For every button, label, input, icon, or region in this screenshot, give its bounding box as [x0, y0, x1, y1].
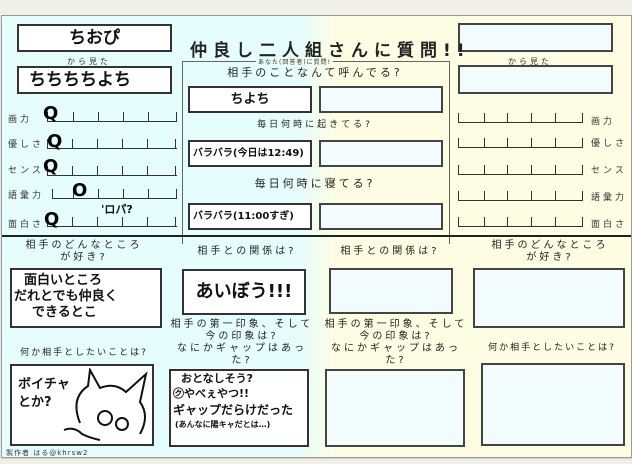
q-impression-left-line2: 今の印象は?: [205, 331, 279, 342]
a-nickname-right[interactable]: [319, 86, 443, 113]
q-impression-right: 相手の第一印象、そして 今の印象は? なにかギャップはあっ た?: [320, 319, 472, 367]
q-like-right-line2: が好き?: [526, 252, 574, 263]
rating-mark: Q: [43, 156, 59, 177]
left-rating-scale[interactable]: [52, 189, 177, 199]
a-relation-left[interactable]: あいぼう!!!: [182, 269, 306, 315]
left-rating-label: 画力: [8, 115, 33, 125]
left-rating-label: 面白さ: [8, 220, 45, 230]
rating-mark: O: [72, 180, 88, 201]
q-impression-left-line4: た?: [231, 355, 253, 366]
a-nickname-left[interactable]: ちよち: [188, 86, 312, 113]
a-impression-left-line3: ギャップだらけだった: [173, 403, 294, 417]
a-impression-left[interactable]: おとなしそう? ㋗やべぇやつ!! ギャップだらけだった (あんなに陽キャだとは……: [169, 369, 309, 447]
right-rating-scale[interactable]: [458, 138, 583, 148]
section-divider: [2, 235, 631, 237]
right-partner-box[interactable]: [458, 65, 613, 94]
left-partner-box[interactable]: ちちちちよち: [17, 66, 172, 94]
center-subtitle: あなた(回答者)に質問!: [256, 57, 334, 66]
q-impression-right-line4: た?: [385, 355, 407, 366]
a-impression-right[interactable]: [325, 369, 465, 447]
q-impression-right-line2: 今の印象は?: [359, 331, 433, 342]
pikachu-doodle-icon: [63, 368, 148, 441]
left-partner-text: ちちちちよち: [29, 70, 131, 90]
right-rating-scale[interactable]: [458, 191, 583, 201]
q-relation-right: 相手との関係は?: [340, 246, 440, 257]
a-wake-right[interactable]: [319, 140, 443, 167]
q-impression-left-line3: なにかギャップはあっ: [177, 343, 307, 354]
q-like-right-line1: 相手のどんなところ: [491, 240, 609, 251]
page-title: 仲良し二人組さんに質問!!: [190, 41, 471, 61]
left-rating-scale[interactable]: [47, 217, 177, 227]
a-sleep-right[interactable]: [319, 203, 443, 230]
q-like-left: 相手のどんなところ が好き?: [4, 240, 164, 264]
right-rating-label: 面白さ: [591, 220, 628, 230]
q-like-right: 相手のどんなところ が好き?: [470, 240, 630, 264]
a-want-left-line1: ボイチャ: [18, 377, 70, 392]
a-relation-left-text: あいぼう!!!: [195, 281, 293, 302]
a-impression-left-line1: おとなしそう?: [181, 372, 254, 385]
q-like-left-line1: 相手のどんなところ: [25, 240, 143, 251]
right-rating-label: 優しさ: [591, 139, 628, 149]
a-relation-right[interactable]: [329, 268, 453, 314]
a-want-left[interactable]: ボイチャ とか?: [10, 364, 154, 446]
a-wake-left-text: バラバラ(今日は12:49): [193, 148, 304, 159]
q-nickname: 相手のことなんて呼んでる?: [227, 66, 403, 79]
left-rating-scale[interactable]: [47, 139, 177, 149]
right-rating-label: センス: [591, 166, 627, 176]
left-rating-label: 優しさ: [8, 140, 45, 150]
a-wake-left[interactable]: バラバラ(今日は12:49): [188, 140, 312, 167]
q-like-left-line2: が好き?: [60, 252, 108, 263]
a-like-left-line1: 面白いところ: [24, 273, 103, 288]
q-impression-left: 相手の第一印象、そして 今の印象は? なにかギャップはあっ た?: [167, 319, 317, 367]
left-rating-label: 語彙力: [8, 191, 45, 201]
a-like-left[interactable]: 面白いところ だれとでも仲良く できるとこ: [10, 268, 162, 328]
a-impression-left-line4: (あんなに陽キャだとは…): [175, 420, 271, 429]
q-sleep: 毎日何時に寝てる?: [254, 177, 376, 190]
a-like-left-line2: だれとでも仲良く: [14, 289, 118, 304]
right-rating-scale[interactable]: [458, 165, 583, 175]
q-impression-left-line1: 相手の第一印象、そして: [170, 319, 314, 330]
a-nickname-left-text: ちよち: [230, 92, 270, 107]
q-impression-right-line1: 相手の第一印象、そして: [324, 319, 468, 330]
rating-note: 'ロパ?: [101, 203, 133, 216]
left-rating-label: センス: [8, 166, 44, 176]
right-rating-label: 語彙力: [591, 193, 628, 203]
right-rating-scale[interactable]: [458, 217, 583, 227]
left-from-seen-label: から見た: [67, 57, 111, 66]
q-want-left: 何か相手としたいことは?: [20, 348, 148, 358]
right-rating-label: 画力: [591, 117, 616, 127]
left-name-text: ちおぴ: [69, 28, 120, 48]
q-want-right: 何か相手としたいことは?: [488, 343, 616, 353]
left-name-box[interactable]: ちおぴ: [17, 24, 172, 52]
left-rating-scale[interactable]: [47, 166, 177, 176]
q-wake: 毎日何時に起きてる?: [257, 120, 373, 130]
left-rating-scale[interactable]: [47, 112, 177, 122]
rating-mark: Q: [43, 103, 59, 124]
a-impression-left-line2: ㋗やべぇやつ!!: [173, 387, 250, 400]
a-want-left-line2: とか?: [18, 395, 52, 410]
credit-text: 製作者 はる@khrsw2: [6, 449, 89, 457]
a-want-right[interactable]: [481, 363, 625, 446]
a-sleep-left-text: バラバラ(11:00すぎ): [193, 211, 294, 222]
right-rating-scale[interactable]: [458, 113, 583, 123]
a-like-left-line3: できるとこ: [32, 305, 97, 320]
right-name-box[interactable]: [458, 23, 613, 52]
a-like-right[interactable]: [473, 268, 625, 328]
q-impression-right-line3: なにかギャップはあっ: [331, 343, 461, 354]
right-from-seen-label: から見た: [508, 57, 552, 66]
rating-mark: Q: [47, 131, 63, 152]
questionnaire-sheet: ちおぴ から見た ちちちちよち から見た 仲良し二人組さんに質問!! あなた(回…: [1, 15, 632, 458]
a-sleep-left[interactable]: バラバラ(11:00すぎ): [188, 203, 312, 230]
rating-mark: Q: [44, 209, 60, 230]
q-relation-left: 相手との関係は?: [197, 246, 297, 257]
